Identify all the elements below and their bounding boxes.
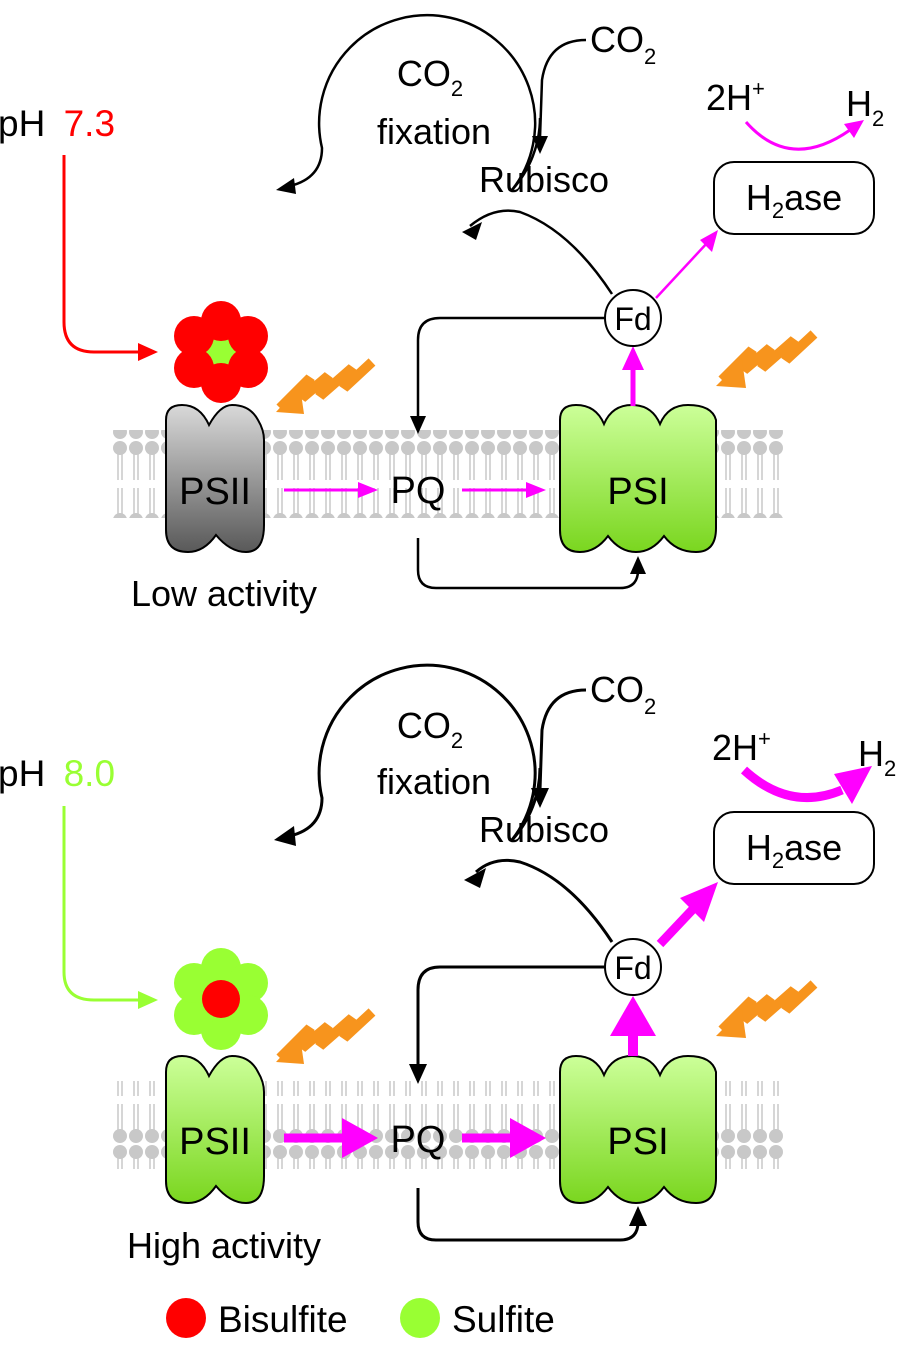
psi-to-fd-arrow: [610, 996, 656, 1056]
co2-fixation-cycle: CO2 fixation: [274, 663, 542, 846]
h2ase-label: H2ase: [746, 177, 842, 223]
pq-cyclic-return-arrow: [416, 1188, 647, 1242]
proton-label: 2H+: [712, 726, 771, 768]
psi-complex: PSI: [559, 1054, 717, 1205]
fd-to-pq-arrow: [409, 965, 606, 1084]
panel-low-activity: pH 7.3 PSII PQ: [0, 13, 884, 614]
pq-to-psi-arrow: [462, 1118, 546, 1158]
light-icon: [716, 330, 818, 388]
ion-cluster: [174, 301, 268, 403]
light-icon: [716, 980, 818, 1038]
fixation-co2-label: CO2: [397, 53, 463, 101]
hydrogen-label: H2: [846, 83, 884, 131]
psi-label: PSI: [607, 1121, 668, 1163]
fixation-label: fixation: [377, 761, 491, 802]
psi-complex: PSI: [559, 403, 717, 554]
ph-effect-arrow: [62, 806, 158, 1009]
hydrogenase: H2ase: [713, 811, 875, 885]
pq-label: PQ: [391, 470, 446, 512]
fd-to-h2ase-arrow: [655, 230, 718, 299]
fd-to-pq-arrow: [410, 316, 606, 434]
fd-label: Fd: [614, 301, 651, 337]
fd-to-rubisco-arrow: [462, 209, 614, 295]
ph-prefix: pH: [0, 753, 45, 794]
panel-high-activity: pH 8.0 PSII PQ: [0, 663, 896, 1266]
proton-to-hydrogen-arrow: [744, 120, 864, 151]
co2-label: CO2: [590, 669, 656, 719]
psi-label: PSI: [607, 471, 668, 513]
fixation-co2-label: CO2: [397, 705, 463, 753]
ph-prefix: pH: [0, 103, 45, 144]
hydrogenase: H2ase: [713, 161, 875, 235]
psii-complex: PSII: [165, 1054, 265, 1205]
fixation-label: fixation: [377, 111, 491, 152]
psii-to-pq-arrow: [284, 482, 378, 498]
ferredoxin: Fd: [604, 938, 662, 996]
light-icon: [276, 1008, 376, 1064]
co2-input-arrow: [531, 688, 587, 808]
bisulfite-swatch: [166, 1298, 206, 1338]
bisulfite-legend-label: Bisulfite: [218, 1299, 348, 1340]
ph-label: pH 7.3: [0, 103, 115, 144]
pq-cyclic-return-arrow: [416, 538, 646, 590]
proton-to-hydrogen-arrow: [740, 766, 872, 804]
activity-label: Low activity: [131, 573, 317, 614]
co2-fixation-cycle: CO2 fixation: [276, 13, 542, 194]
ph-label: pH 8.0: [0, 753, 115, 794]
psii-label: PSII: [179, 471, 251, 513]
h2ase-label: H2ase: [746, 827, 842, 873]
fd-to-h2ase-arrow: [656, 882, 718, 948]
psii-label: PSII: [179, 1121, 251, 1163]
legend: Bisulfite Sulfite: [166, 1298, 555, 1340]
psi-to-fd-arrow: [622, 346, 644, 406]
fd-to-rubisco-arrow: [464, 858, 614, 943]
co2-input-arrow: [532, 38, 587, 154]
rubisco-label: Rubisco: [479, 159, 609, 200]
ph-effect-arrow: [62, 155, 158, 361]
rubisco-label: Rubisco: [479, 809, 609, 850]
light-icon: [276, 358, 376, 414]
ph-value: 7.3: [64, 103, 115, 144]
pq-to-psi-arrow: [462, 482, 546, 498]
sulfite-legend-label: Sulfite: [452, 1299, 555, 1340]
ion-cluster: [174, 948, 268, 1050]
activity-label: High activity: [127, 1225, 321, 1266]
ferredoxin: Fd: [604, 289, 662, 347]
sulfite-swatch: [400, 1298, 440, 1338]
co2-label: CO2: [590, 19, 656, 69]
psii-complex: PSII: [165, 403, 265, 554]
ph-value: 8.0: [64, 753, 115, 794]
psii-to-pq-arrow: [284, 1118, 378, 1158]
pq-label: PQ: [391, 1119, 446, 1161]
fd-label: Fd: [614, 950, 651, 986]
proton-label: 2H+: [706, 76, 765, 118]
